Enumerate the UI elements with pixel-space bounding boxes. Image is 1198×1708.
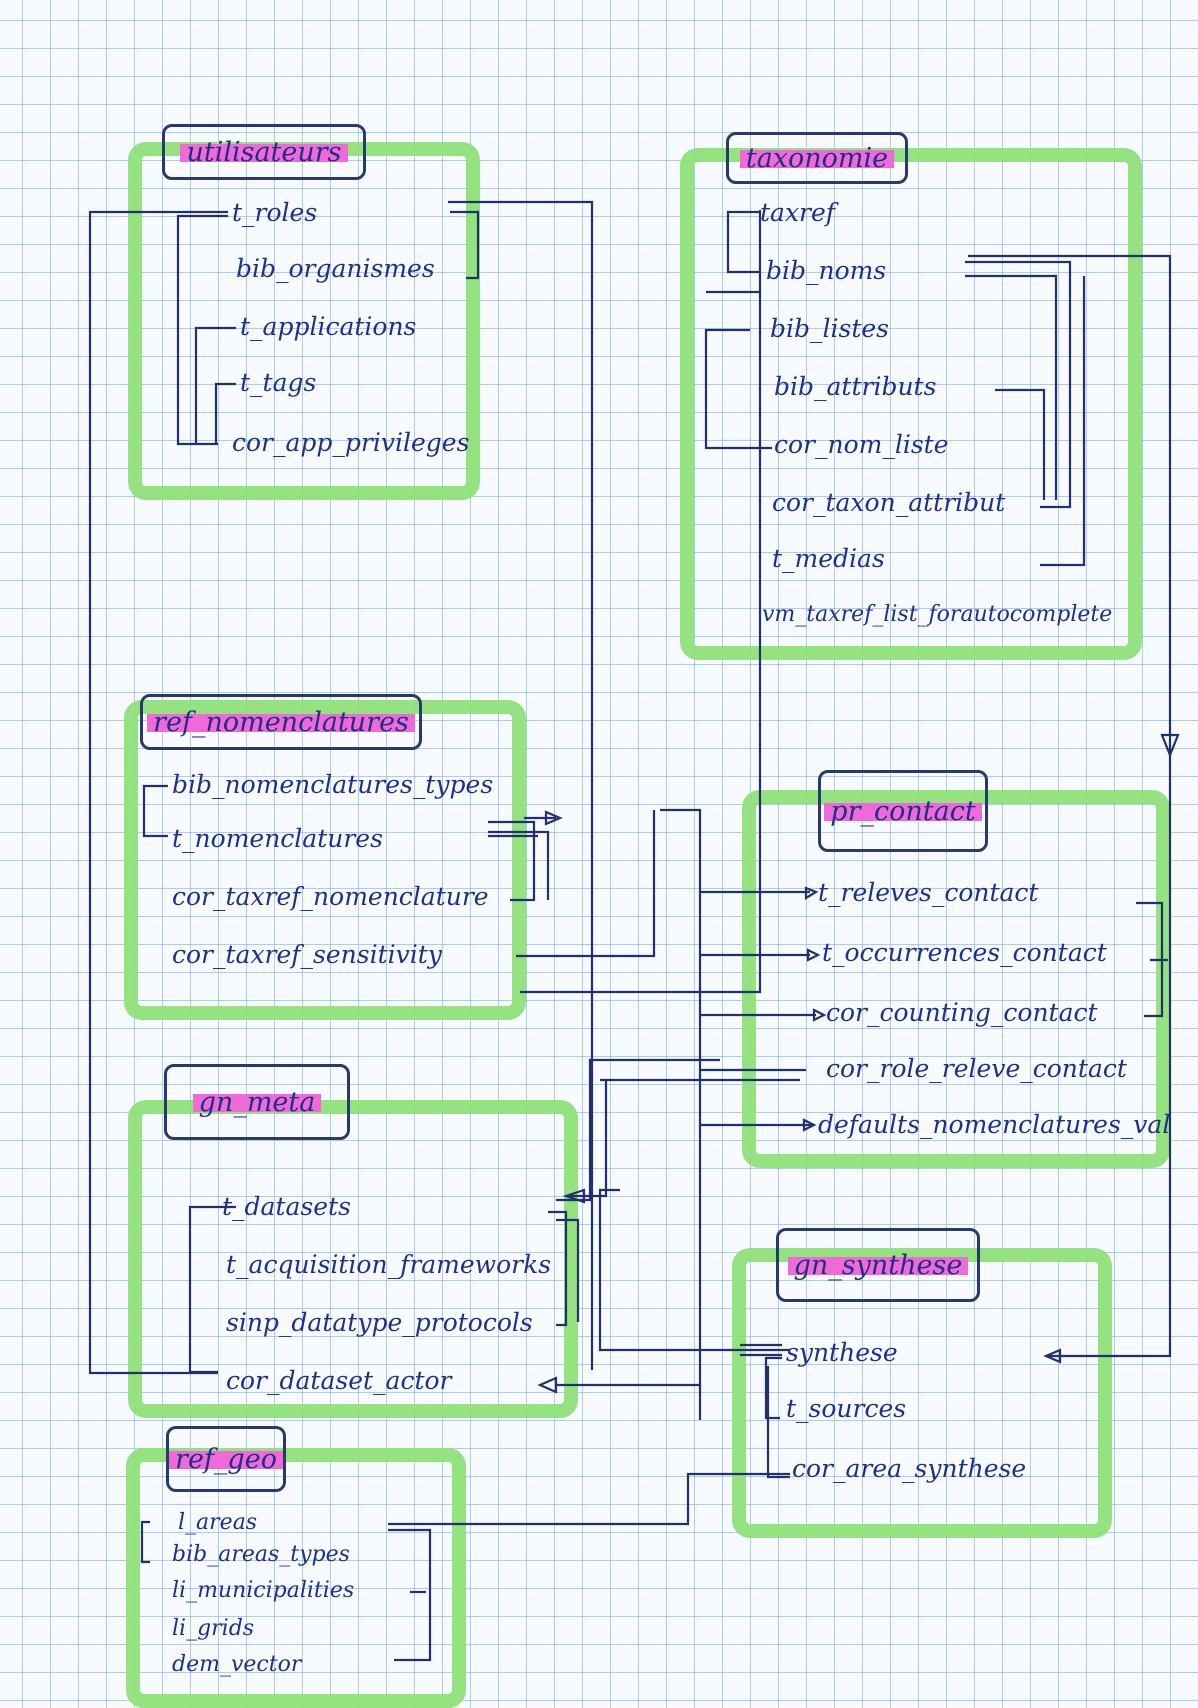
table-t-medias: t_medias <box>772 544 885 573</box>
table-cor-taxon-attribut: cor_taxon_attribut <box>772 488 1006 517</box>
gn-meta-title: gn_meta <box>164 1064 350 1140</box>
table-t-applications: t_applications <box>240 312 417 341</box>
table-bib-organismes: bib_organismes <box>236 254 435 283</box>
table-l-areas: l_areas <box>178 1510 258 1535</box>
table-t-roles: t_roles <box>232 198 318 227</box>
table-synthese: synthese <box>786 1338 898 1367</box>
ref-geo-title: ref_geo <box>166 1426 286 1492</box>
table-cor-area-synthese: cor_area_synthese <box>792 1454 1027 1483</box>
table-cor-app-privileges: cor_app_privileges <box>232 428 470 457</box>
pr-contact-title: pr_contact <box>818 770 988 852</box>
table-dem-vector: dem_vector <box>172 1652 302 1677</box>
table-sinp-datatype-protocols: sinp_datatype_protocols <box>226 1308 533 1337</box>
table-bib-listes: bib_listes <box>770 314 889 343</box>
table-taxref: taxref <box>760 198 836 227</box>
taxonomie-highlight <box>680 148 1142 660</box>
table-t-releves-contact: t_releves_contact <box>818 878 1039 907</box>
gn-synthese-title: gn_synthese <box>776 1228 980 1302</box>
table-vm-taxref-list-forautocomplete: vm_taxref_list_forautocomplete <box>762 602 1113 627</box>
utilisateurs-title: utilisateurs <box>162 124 366 180</box>
table-t-occurrences-contact: t_occurrences_contact <box>822 938 1107 967</box>
table-bib-nomenclatures-types: bib_nomenclatures_types <box>172 770 494 799</box>
table-bib-noms: bib_noms <box>766 256 887 285</box>
table-cor-nom-liste: cor_nom_liste <box>774 430 949 459</box>
ref-nomenclatures-title: ref_nomenclatures <box>140 694 422 750</box>
table-t-tags: t_tags <box>240 368 317 397</box>
table-t-nomenclatures: t_nomenclatures <box>172 824 383 853</box>
table-cor-counting-contact: cor_counting_contact <box>826 998 1098 1027</box>
table-li-municipalities: li_municipalities <box>172 1578 355 1603</box>
table-li-grids: li_grids <box>172 1616 255 1641</box>
table-t-acquisition-frameworks: t_acquisition_frameworks <box>226 1250 552 1279</box>
table-cor-taxref-nomenclature: cor_taxref_nomenclature <box>172 882 489 911</box>
table-defaults-nomenclatures-val: defaults_nomenclatures_val <box>818 1110 1171 1139</box>
table-cor-dataset-actor: cor_dataset_actor <box>226 1366 452 1395</box>
table-t-sources: t_sources <box>786 1394 907 1423</box>
table-bib-attributs: bib_attributs <box>774 372 937 401</box>
table-bib-areas-types: bib_areas_types <box>172 1542 350 1567</box>
taxonomie-title: taxonomie <box>726 132 908 184</box>
table-cor-taxref-sensitivity: cor_taxref_sensitivity <box>172 940 442 969</box>
table-cor-role-releve-contact: cor_role_releve_contact <box>826 1054 1127 1083</box>
table-t-datasets: t_datasets <box>222 1192 351 1221</box>
